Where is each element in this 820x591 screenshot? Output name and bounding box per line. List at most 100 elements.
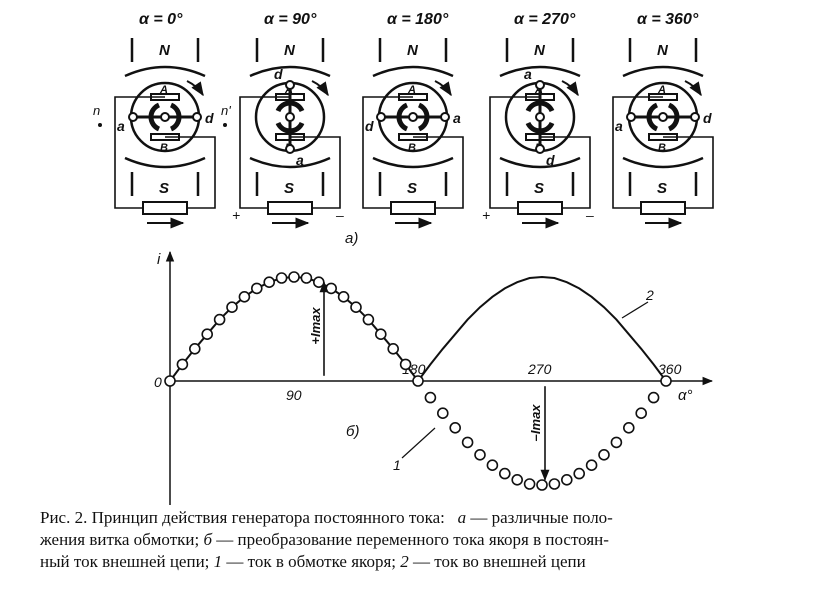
series-1-point xyxy=(474,448,486,461)
terminal-label: a xyxy=(453,110,461,126)
series-1-point xyxy=(412,375,424,387)
series-1-points xyxy=(164,271,672,491)
load-resistor xyxy=(640,201,686,215)
curve-2-leader xyxy=(621,301,649,319)
pole-n-shape xyxy=(124,38,206,78)
brush-a-label: A xyxy=(657,84,666,96)
neg-max-label: –Imax xyxy=(528,404,543,442)
terminal-label: d xyxy=(274,66,283,82)
commutator xyxy=(646,102,680,132)
series-1-point xyxy=(635,407,648,420)
series-1-point xyxy=(399,358,412,371)
series-1-point xyxy=(548,478,561,490)
brush-b-label: B xyxy=(160,142,168,154)
pole-n-label: N xyxy=(284,42,296,59)
pole-n-shape xyxy=(249,38,331,78)
caption-ref-2: 2 xyxy=(400,552,409,571)
curve-1-leader xyxy=(401,427,436,459)
series-1-point xyxy=(573,467,586,480)
commutator xyxy=(525,100,555,134)
series-1-point xyxy=(585,459,598,472)
coil-side-d xyxy=(535,80,545,90)
coil-side-a xyxy=(440,112,450,122)
angle-label: α = 270° xyxy=(514,11,576,28)
rotation-arrow xyxy=(684,80,702,97)
series-1-point xyxy=(523,478,536,490)
caption-line-2: жения витка обмотки; б — преобразование … xyxy=(40,530,609,549)
pole-s-label: S xyxy=(159,180,169,197)
pos-max-label: +Imax xyxy=(308,307,323,345)
load-resistor xyxy=(517,201,563,215)
series-1-point xyxy=(536,479,548,491)
external-circuit xyxy=(489,96,591,209)
series-1-point xyxy=(176,358,189,371)
polarity-minus: – xyxy=(335,207,344,223)
pole-n-shape xyxy=(622,38,704,78)
y-axis-label: i xyxy=(157,251,161,268)
rotation-arrow xyxy=(186,80,204,97)
series-1-point xyxy=(300,272,313,284)
series-1-point xyxy=(610,436,623,449)
series-1-point xyxy=(275,272,288,284)
brush-a-label: A xyxy=(407,84,416,96)
pole-s-shape xyxy=(372,156,454,196)
curve-1-label: 1 xyxy=(393,457,401,473)
terminal-label: a xyxy=(615,118,623,134)
load-resistor xyxy=(142,201,188,215)
figure-caption: Рис. 2. Принцип действия генератора пост… xyxy=(40,507,800,573)
angle-label: α = 180° xyxy=(387,11,449,28)
load-resistor xyxy=(390,201,436,215)
series-1-point xyxy=(213,313,226,326)
caption-text: Рис. 2. Принцип действия генератора пост… xyxy=(40,508,445,527)
panel-a-label: а) xyxy=(345,230,358,247)
caption-ref-1: 1 xyxy=(213,552,223,571)
curve-2-label: 2 xyxy=(645,287,654,303)
caption-ref-a: а xyxy=(457,508,467,527)
caption-text: — ток во внешней цепи xyxy=(408,552,586,571)
coil-side-d xyxy=(285,144,295,154)
x-axis-label: α° xyxy=(678,387,693,404)
coil-side-a xyxy=(285,80,295,90)
rotation-arrow xyxy=(434,80,452,97)
external-circuit xyxy=(612,96,714,209)
field-mark-label: n' xyxy=(221,103,231,118)
coil-side-d xyxy=(690,112,700,122)
x-tick-label: 270 xyxy=(527,361,552,377)
series-1-point xyxy=(374,328,387,341)
angle-label: α = 360° xyxy=(637,11,699,28)
x-tick-label: 360 xyxy=(658,361,682,377)
series-1-point xyxy=(288,271,300,283)
polarity-plus: + xyxy=(232,207,240,223)
terminal-label: d xyxy=(365,118,374,134)
caption-text: — преобразование переменного тока якоря … xyxy=(212,530,609,549)
pole-s-label: S xyxy=(657,180,667,197)
series-1-point xyxy=(164,375,176,387)
caption-line-1: Рис. 2. Принцип действия генератора пост… xyxy=(40,508,613,527)
caption-line-3: ный ток внешней цепи; 1 — ток в обмотке … xyxy=(40,552,586,571)
pole-n-label: N xyxy=(159,42,171,59)
series-1-point xyxy=(201,328,213,341)
field-mark-n xyxy=(98,123,102,127)
terminal-label: a xyxy=(524,66,532,82)
series-1-point xyxy=(598,448,610,461)
series-1-point xyxy=(424,391,437,404)
caption-text: — ток в обмотке якоря; xyxy=(222,552,401,571)
pole-s-label: S xyxy=(534,180,544,197)
terminal-label: d xyxy=(546,152,555,168)
coil-side-a xyxy=(626,112,636,122)
field-mark-n-prime xyxy=(223,123,227,127)
series-1-point xyxy=(189,342,201,355)
shaft xyxy=(535,112,545,122)
pole-s-shape xyxy=(249,156,331,196)
rotation-arrow xyxy=(561,80,579,97)
pole-s-label: S xyxy=(407,180,417,197)
series-1-point xyxy=(461,436,474,449)
